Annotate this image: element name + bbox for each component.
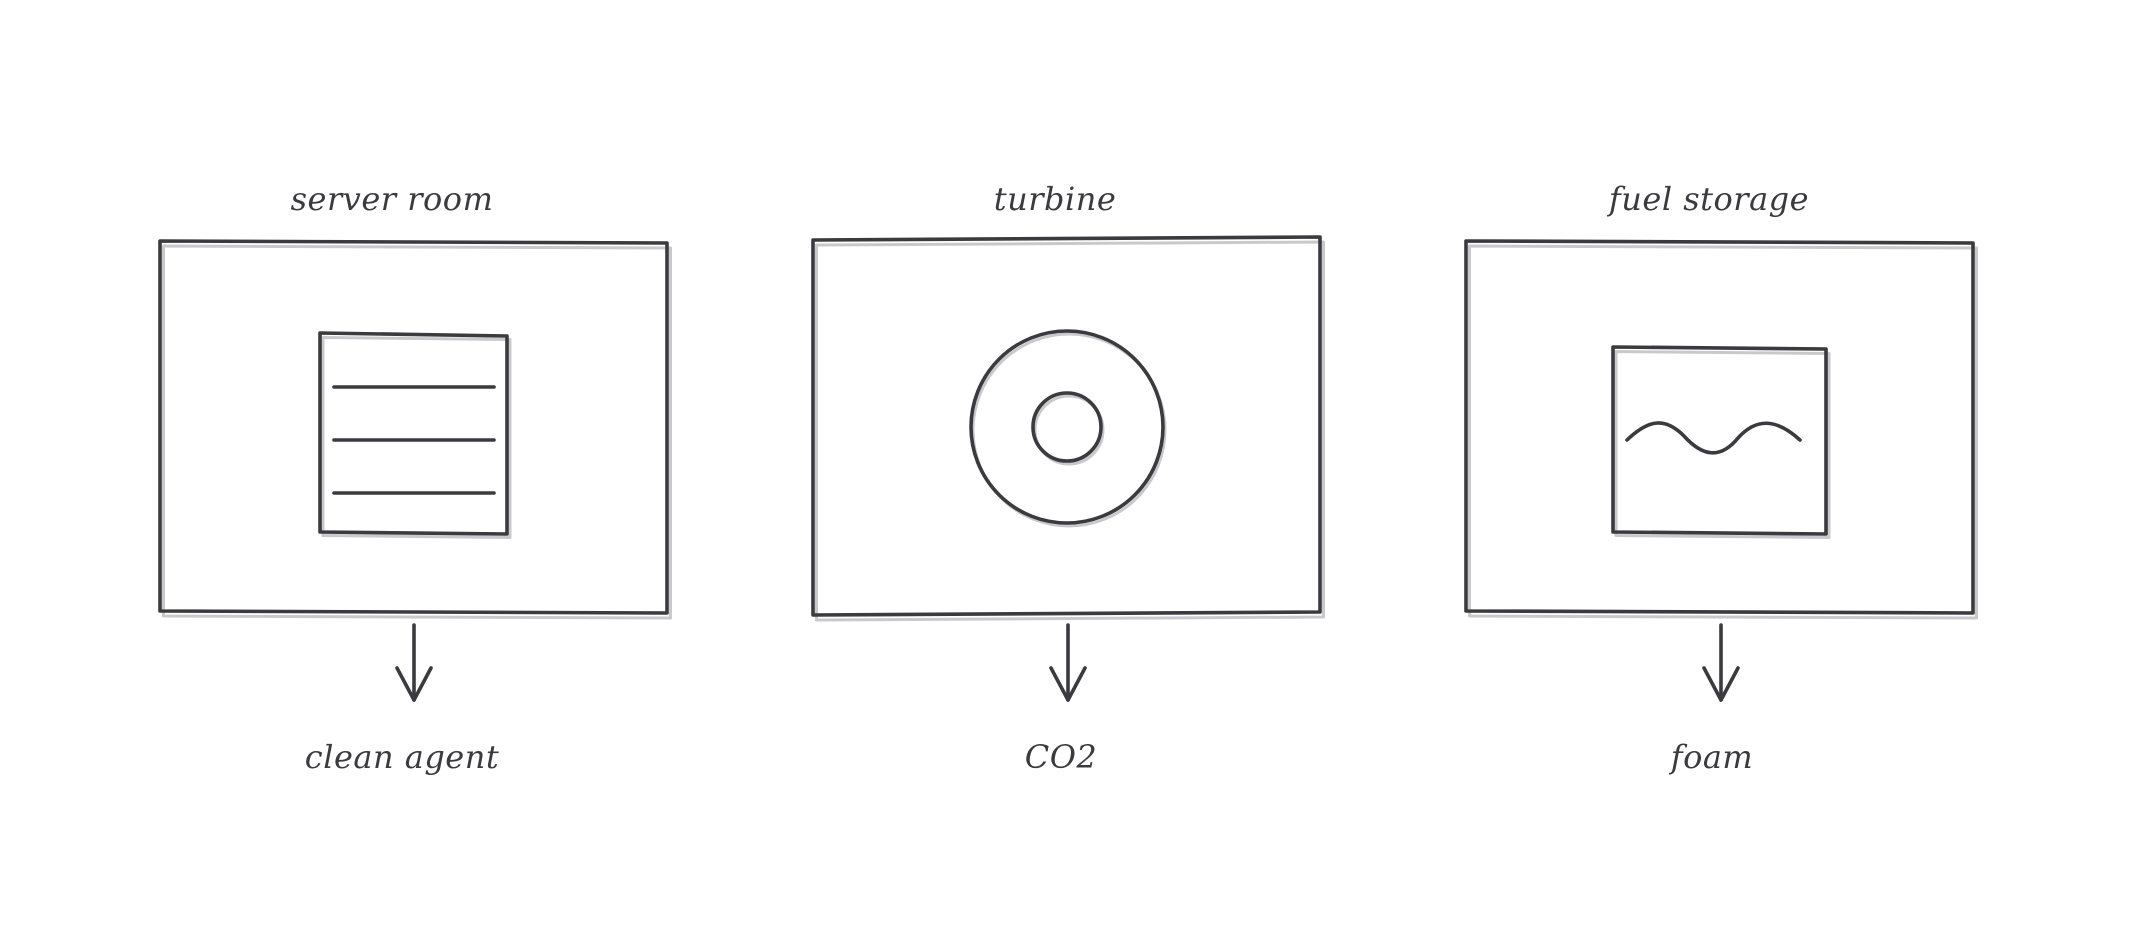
zone-fuel-storage: fuel storage foam [1464,180,1978,776]
zone-turbine: turbine CO2 [811,180,1325,776]
zone-box-server-room [158,239,669,615]
zone-title-server-room: server room [291,180,494,218]
agent-label-clean-agent: clean agent [305,738,499,776]
arrow-down-icon [395,623,433,702]
liquid-tank-icon [1611,345,1831,539]
agent-label-co2: CO2 [1025,738,1098,776]
arrow-down-icon [1702,623,1740,702]
zone-box-turbine [811,235,1322,617]
zone-title-fuel-storage: fuel storage [1607,180,1809,218]
zone-server-room: server room clean agent [158,180,672,776]
arrow-down-icon [1049,623,1087,702]
server-rack-icon [318,331,512,539]
zone-title-turbine: turbine [994,180,1117,218]
turbine-ring-icon [969,329,1167,528]
zone-box-fuel-storage [1464,239,1975,615]
agent-label-foam: foam [1669,738,1754,776]
